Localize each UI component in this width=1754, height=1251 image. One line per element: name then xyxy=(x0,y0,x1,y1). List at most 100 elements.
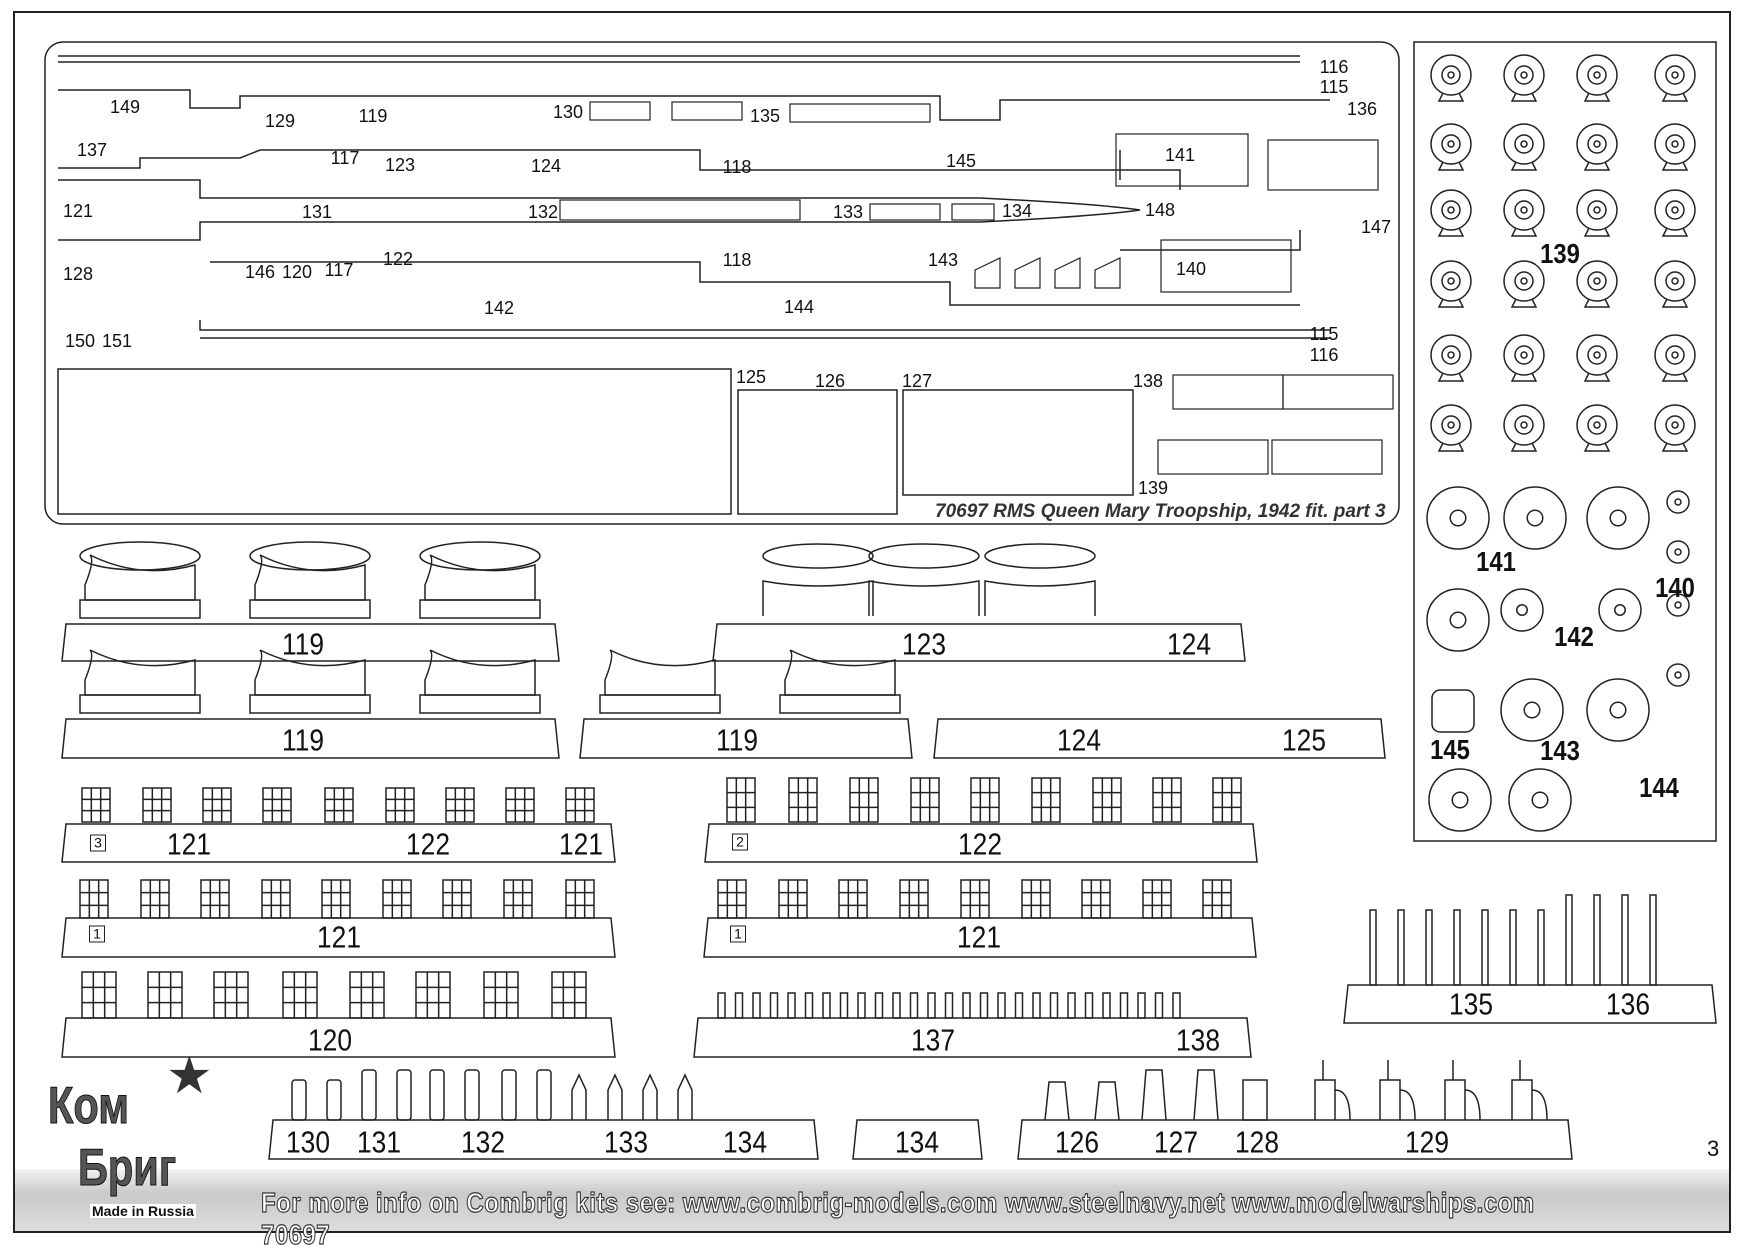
footer-info-text: For more info on Combrig kits see: www.c… xyxy=(260,1186,1535,1250)
disc-part xyxy=(1503,123,1545,165)
part-label: 151 xyxy=(101,331,133,351)
life-raft xyxy=(1142,879,1172,919)
disc-hub xyxy=(1665,134,1685,154)
part-label: 115 xyxy=(1309,324,1339,344)
disc-part xyxy=(1503,486,1567,550)
life-raft xyxy=(503,879,533,919)
part-label: 141 xyxy=(1164,145,1196,165)
life-raft xyxy=(81,971,117,1019)
assembly-label: 131 xyxy=(357,1124,401,1160)
mast-part xyxy=(1369,909,1377,986)
disc-part xyxy=(1576,189,1618,231)
disc-part xyxy=(1508,768,1572,832)
disc-part xyxy=(1666,540,1690,564)
disc-center xyxy=(1449,509,1467,527)
disc-center xyxy=(1609,701,1627,719)
life-raft xyxy=(788,777,818,823)
disc-tab xyxy=(1583,161,1611,171)
part-label: 147 xyxy=(1360,217,1392,237)
mast-part xyxy=(1397,909,1405,986)
disc-label: 145 xyxy=(1430,734,1470,765)
disc-tab xyxy=(1437,161,1465,171)
raft-grid xyxy=(850,778,878,822)
mast-part xyxy=(1593,894,1601,986)
disc-center xyxy=(1593,351,1601,359)
assembly-label: 122 xyxy=(406,826,450,862)
raft-grid xyxy=(446,788,474,822)
part-label: 127 xyxy=(901,371,933,391)
gun-part xyxy=(1444,1060,1481,1121)
part-label: 117 xyxy=(330,148,360,168)
disc-center xyxy=(1449,611,1467,629)
vent-part xyxy=(1094,1081,1120,1121)
part-label: 134 xyxy=(1001,201,1033,221)
disc-center xyxy=(1671,351,1679,359)
life-raft xyxy=(415,971,451,1019)
life-raft xyxy=(81,787,111,823)
life-raft xyxy=(1031,777,1061,823)
discs-panel xyxy=(1413,41,1717,842)
raft-grid xyxy=(350,972,384,1018)
disc-center xyxy=(1520,206,1528,214)
life-raft xyxy=(321,879,351,919)
assembly-label: 138 xyxy=(1176,1022,1220,1058)
disc-center xyxy=(1674,548,1682,556)
disc-part xyxy=(1430,54,1472,96)
mast-part xyxy=(1649,894,1657,986)
part-label: 118 xyxy=(722,157,752,177)
disc-tab xyxy=(1583,298,1611,308)
life-raft xyxy=(213,971,249,1019)
raft-grid xyxy=(566,788,594,822)
post-part xyxy=(1154,992,1164,1019)
boat-cradle xyxy=(79,694,201,714)
part-label: 135 xyxy=(749,106,781,126)
disc-tab xyxy=(1661,161,1689,171)
disc-hub xyxy=(1587,134,1607,154)
assembly-label: 124 xyxy=(1167,626,1211,662)
disc-part xyxy=(1500,678,1564,742)
disc-part xyxy=(1430,189,1472,231)
post-part xyxy=(874,992,884,1019)
disc-part xyxy=(1576,334,1618,376)
life-raft xyxy=(778,879,808,919)
assembly-label: 119 xyxy=(281,626,325,662)
part-label: 125 xyxy=(735,367,767,387)
post-part xyxy=(1102,992,1111,1019)
lifeboat-top xyxy=(419,541,541,571)
raft-grid xyxy=(80,880,108,918)
assembly-label: 124 xyxy=(1057,722,1101,758)
raft-grid xyxy=(1022,880,1050,918)
assembly-label: 137 xyxy=(911,1022,955,1058)
disc-center xyxy=(1671,277,1679,285)
lifeboat-top xyxy=(868,543,980,569)
part-label: 117 xyxy=(324,260,354,280)
small-parts-box-3 xyxy=(902,389,1134,496)
part-label: 118 xyxy=(722,250,752,270)
post-part xyxy=(857,992,866,1019)
disc-part xyxy=(1426,588,1490,652)
post-part xyxy=(1032,992,1041,1019)
life-raft xyxy=(565,879,595,919)
part-label: 133 xyxy=(832,202,864,222)
raft-grid xyxy=(201,880,229,918)
part-label: 130 xyxy=(552,102,584,122)
vent-part xyxy=(1141,1069,1167,1121)
raft-grid xyxy=(325,788,353,822)
disc-tab xyxy=(1583,92,1611,102)
assembly-label: 121 xyxy=(317,919,361,955)
raft-grid xyxy=(779,880,807,918)
lifeboat-top xyxy=(984,543,1096,569)
disc-part xyxy=(1586,678,1650,742)
disc-center xyxy=(1674,671,1682,679)
lifeboat-side xyxy=(868,580,980,616)
life-raft xyxy=(838,879,868,919)
life-raft xyxy=(970,777,1000,823)
disc-center xyxy=(1593,277,1601,285)
disc-part xyxy=(1598,588,1642,632)
raft-grid xyxy=(718,880,746,918)
disc-hub xyxy=(1441,200,1461,220)
disc-label: 139 xyxy=(1540,238,1580,269)
disc-tab xyxy=(1661,227,1689,237)
small-parts-box xyxy=(57,368,732,515)
part-label: 144 xyxy=(783,297,815,317)
